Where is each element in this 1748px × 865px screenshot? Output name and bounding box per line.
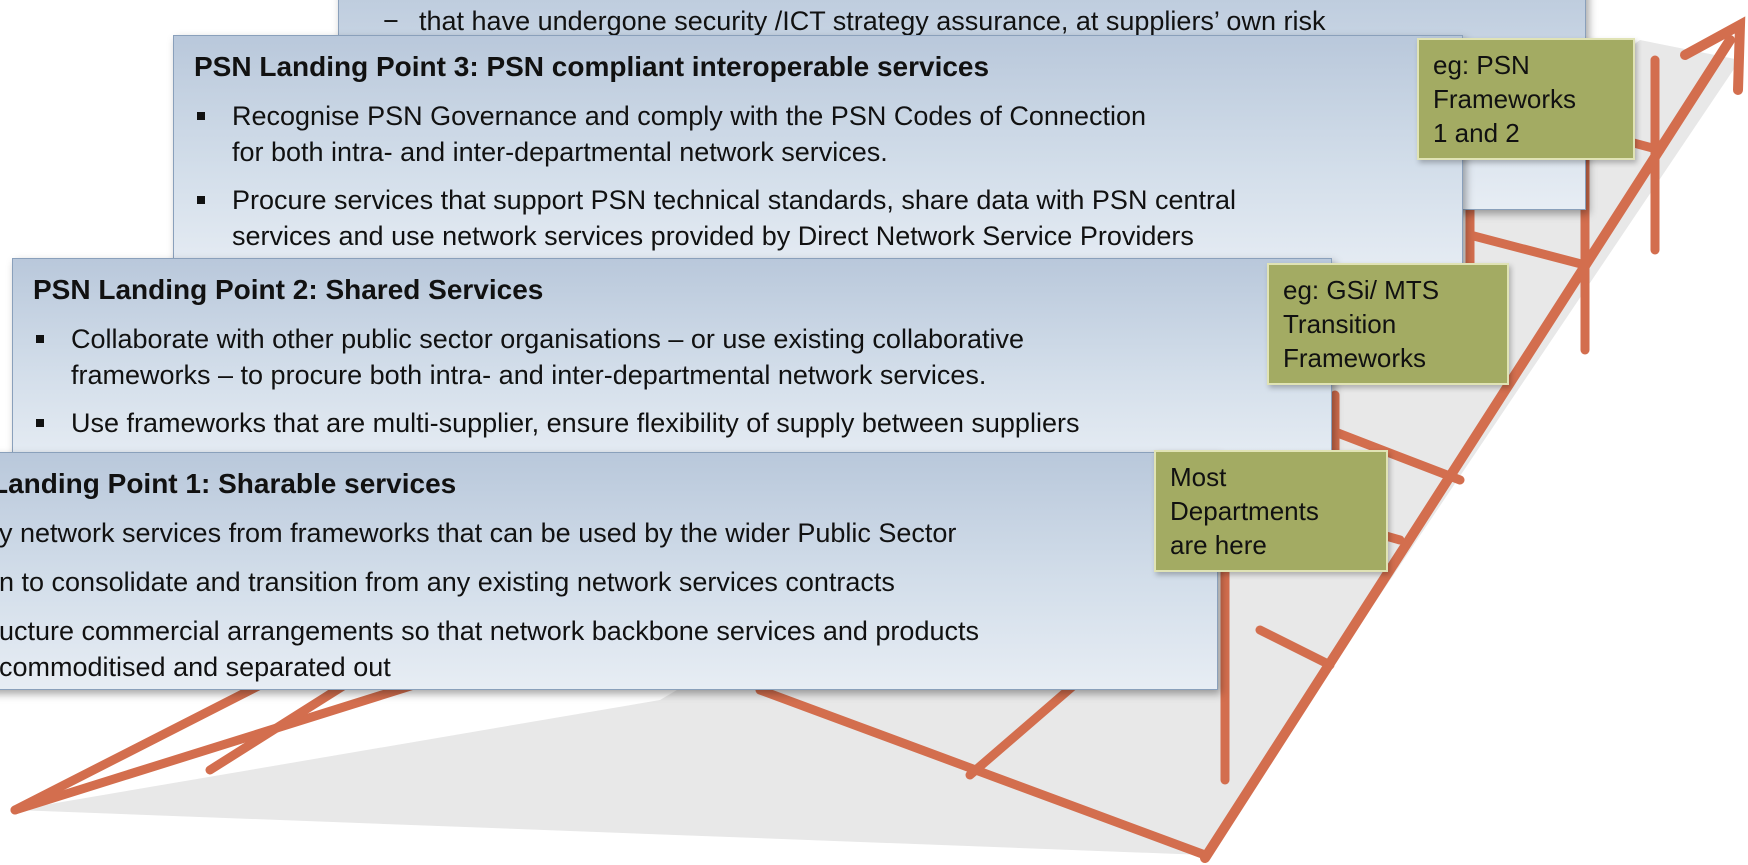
dash-bullet-icon: − (383, 6, 399, 36)
list-item: n to consolidate and transition from any… (0, 564, 979, 600)
panel-landing-point-2: PSN Landing Point 2: Shared Services Col… (12, 258, 1332, 468)
note-lp1-departments: Most Departments are here (1154, 450, 1388, 572)
ladder-rung (965, 675, 1085, 780)
arrow-head-icon (1680, 16, 1746, 95)
list-item: Recognise PSN Governance and comply with… (194, 98, 1236, 170)
list-item: Procure services that support PSN techni… (194, 182, 1236, 254)
square-bullet-icon (197, 196, 205, 204)
list-item: Use frameworks that are multi-supplier, … (33, 405, 1079, 441)
note-lp3-frameworks: eg: PSN Frameworks 1 and 2 (1417, 38, 1635, 160)
lp3-bullets: Recognise PSN Governance and comply with… (194, 98, 1236, 266)
bullet-text: that have undergone security /ICT strate… (419, 6, 1326, 36)
note-lp2-frameworks: eg: GSi/ MTS Transition Frameworks (1267, 263, 1509, 385)
lp3-title: PSN Landing Point 3: PSN compliant inter… (194, 51, 990, 82)
list-item: y network services from frameworks that … (0, 515, 979, 551)
list-item: Collaborate with other public sector org… (33, 321, 1079, 393)
bullet-text: Recognise PSN Governance and comply with… (232, 101, 1146, 167)
main-arrow-shaft (1200, 35, 1735, 863)
ladder-rung (1255, 625, 1335, 670)
square-bullet-icon (197, 112, 205, 120)
list-item: ucture commercial arrangements so that n… (0, 613, 979, 685)
panel-landing-point-3: PSN Landing Point 3: PSN compliant inter… (173, 35, 1463, 280)
panel-landing-point-1: Landing Point 1: Sharable services y net… (0, 452, 1218, 690)
ladder-rung (1465, 230, 1590, 270)
ladder-rung (10, 675, 275, 815)
lp2-bullets: Collaborate with other public sector org… (33, 321, 1079, 453)
bullet-text: Procure services that support PSN techni… (232, 185, 1236, 251)
square-bullet-icon (36, 419, 44, 427)
bullet-text: Use frameworks that are multi-supplier, … (71, 408, 1080, 438)
top-panel-bullets: − that have undergone security /ICT stra… (377, 3, 1325, 51)
list-item: − that have undergone security /ICT stra… (377, 3, 1325, 39)
ladder-rung (1325, 425, 1465, 485)
bullet-text: y network services from frameworks that … (0, 518, 957, 548)
lp1-title: Landing Point 1: Sharable services (0, 468, 457, 499)
ladder-rung (755, 685, 1210, 860)
bullet-text: ucture commercial arrangements so that n… (0, 616, 979, 682)
lp2-title: PSN Landing Point 2: Shared Services (33, 274, 544, 305)
bullet-text: Collaborate with other public sector org… (71, 324, 1025, 390)
lp1-bullets: y network services from frameworks that … (0, 515, 979, 697)
bullet-text: n to consolidate and transition from any… (0, 567, 895, 597)
square-bullet-icon (36, 335, 44, 343)
